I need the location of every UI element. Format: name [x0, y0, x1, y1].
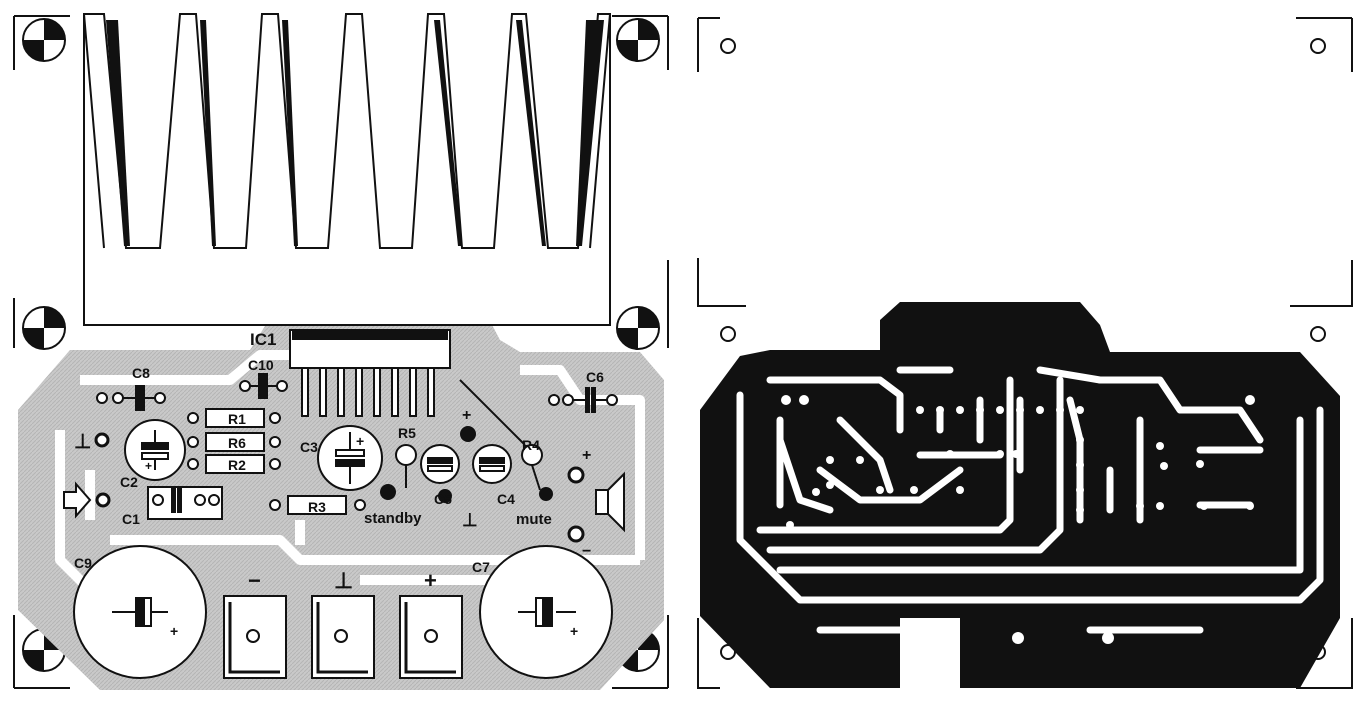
input-pad [95, 492, 111, 508]
ic1-label: IC1 [250, 330, 276, 349]
r4-label: R4 [522, 437, 540, 453]
r2-label: R2 [228, 457, 246, 473]
crop-marks-right [697, 17, 1353, 689]
mute-label: mute [516, 511, 552, 528]
c6-capacitor [548, 387, 618, 413]
c3-label: C3 [300, 439, 318, 455]
supply-plus-label: + [462, 407, 471, 424]
mute-pad [539, 487, 553, 501]
c2-label: C2 [120, 474, 138, 490]
heatsink [83, 13, 611, 326]
registration-target [616, 306, 660, 350]
speaker-minus-pad [567, 525, 585, 543]
c4-label: C4 [497, 491, 515, 507]
c7-plus: + [570, 623, 578, 639]
c1-label: C1 [122, 511, 140, 527]
copper-pour [700, 302, 1340, 688]
r3-resistor [269, 495, 366, 515]
c9-capacitor [73, 545, 207, 679]
power-terminal-plus [399, 595, 463, 679]
terminal-minus-label: − [248, 568, 261, 593]
c2-plus: + [145, 459, 152, 473]
c3-capacitor [317, 425, 383, 491]
speaker-icon [595, 471, 625, 533]
c4-capacitor [472, 444, 512, 484]
registration-target [616, 18, 660, 62]
r5-resistor [395, 444, 417, 466]
ic1-package [289, 329, 451, 417]
registration-target [22, 306, 66, 350]
c6-label: C6 [586, 369, 604, 385]
c9-label: C9 [74, 555, 92, 571]
c7-capacitor [479, 545, 613, 679]
copper-pads [781, 395, 1255, 644]
power-terminal-minus [223, 595, 287, 679]
c9-plus: + [170, 623, 178, 639]
c1-capacitor [147, 486, 223, 520]
speaker-minus-label: − [582, 543, 591, 560]
standby-pad [380, 484, 396, 500]
crop-marks-left [13, 15, 669, 689]
terminal-ground-label: ⊥ [334, 568, 353, 593]
supply-pad [460, 426, 476, 442]
c8-label: C8 [132, 365, 150, 381]
c8-capacitor [96, 385, 166, 411]
input-arrow [63, 481, 92, 519]
ground-symbol-left: ⊥ [74, 431, 91, 453]
speaker-plus-pad [567, 466, 585, 484]
standby-label: standby [364, 510, 422, 527]
copper-side-layout [697, 17, 1353, 689]
resistor-stack [187, 408, 281, 474]
c5-pad [438, 489, 452, 503]
c3-plus: + [356, 433, 364, 449]
c2-capacitor [124, 419, 186, 481]
r1-label: R1 [228, 411, 246, 427]
c10-label: C10 [248, 357, 274, 373]
c10-capacitor [239, 373, 288, 399]
mounting-holes [720, 38, 1326, 660]
ground-symbol-mid: ⊥ [462, 510, 478, 530]
speaker-plus-label: + [582, 447, 591, 464]
registration-target [22, 18, 66, 62]
r6-label: R6 [228, 435, 246, 451]
c5-label: C5 [434, 491, 452, 507]
ground-pad [94, 432, 110, 448]
r3-label: R3 [308, 499, 326, 515]
c5-capacitor [420, 444, 460, 484]
c7-label: C7 [472, 559, 490, 575]
component-side-layout: IC1 C8 C10 + C2 ⊥ [13, 13, 669, 690]
terminal-plus-label: + [424, 568, 437, 593]
r5-label: R5 [398, 425, 416, 441]
power-terminal-ground [311, 595, 375, 679]
